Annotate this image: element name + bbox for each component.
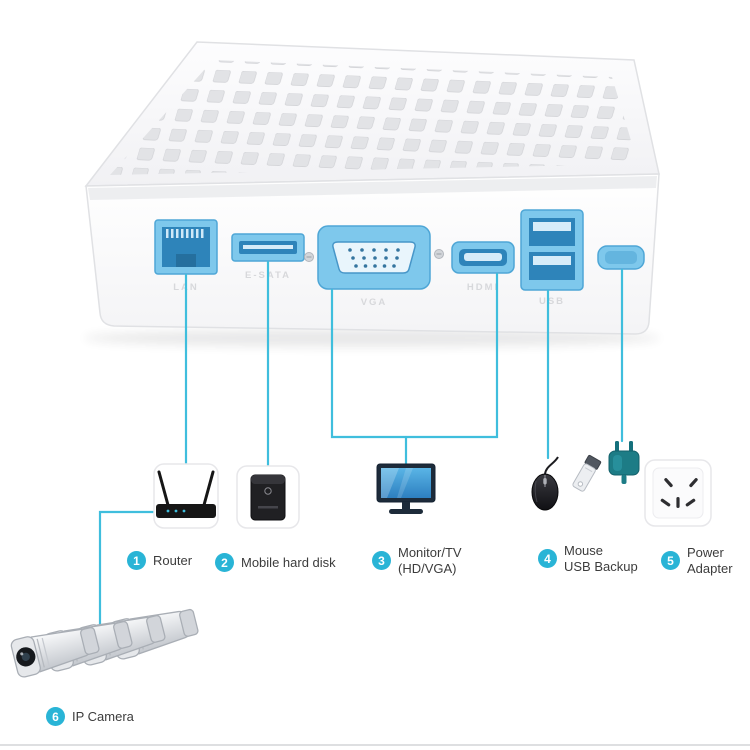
legend-router: 1 Router [127, 551, 192, 570]
mouse-icon [531, 456, 559, 511]
step-badge-4: 4 [538, 549, 557, 568]
legend-label-2: USB Backup [564, 559, 638, 574]
ip-camera-icon [9, 601, 201, 679]
connection-cables [98, 260, 624, 626]
cable-router-cameras [98, 510, 156, 626]
legend-ip-camera: 6 IP Camera [46, 707, 134, 726]
hard-disk-icon [236, 465, 300, 529]
legend-label: Mouse [564, 543, 604, 558]
vga-port-label: VGA [361, 297, 388, 308]
legend-hard-disk: 2 Mobile hard disk [215, 553, 336, 572]
legend-label: Mobile hard disk [241, 555, 336, 570]
legend-power: 5 Power Adapter [661, 545, 733, 577]
legend-label-2: (HD/VGA) [398, 561, 457, 576]
step-badge-1: 1 [127, 551, 146, 570]
legend-mouse: 4 Mouse USB Backup [538, 543, 638, 575]
usb-ports [520, 209, 584, 291]
legend-label-2: Adapter [687, 561, 733, 576]
legend-label: IP Camera [72, 709, 134, 724]
device-shadow [84, 329, 660, 347]
legend-monitor: 3 Monitor/TV (HD/VGA) [372, 545, 462, 577]
lan-port [154, 219, 218, 275]
hdmi-port [451, 241, 515, 274]
power-plug-icon [608, 441, 640, 484]
legend-label: Power [687, 545, 724, 560]
step-badge-5: 5 [661, 551, 680, 570]
nvr-device: LAN E-SATA VGA HDMI USB [84, 41, 660, 347]
vga-port [304, 225, 444, 290]
esata-port [231, 233, 305, 262]
step-badge-3: 3 [372, 551, 391, 570]
bottom-divider [0, 744, 750, 746]
monitor-icon [376, 463, 436, 514]
vent-grid [110, 60, 638, 175]
rim-shade [88, 176, 657, 200]
legend-label: Router [153, 553, 193, 568]
step-badge-2: 2 [215, 553, 234, 572]
router-card [153, 463, 219, 529]
legend-label: Monitor/TV [398, 545, 462, 560]
hdmi-port-label: HDMI [467, 282, 499, 293]
usb-drive-icon [572, 455, 602, 492]
router-icon [153, 463, 219, 529]
power-port [597, 245, 645, 270]
power-socket-icon [644, 459, 712, 527]
step-badge-6: 6 [46, 707, 65, 726]
usb-port-label: USB [539, 296, 565, 307]
cable-vga-hdmi-bridge [330, 272, 499, 439]
